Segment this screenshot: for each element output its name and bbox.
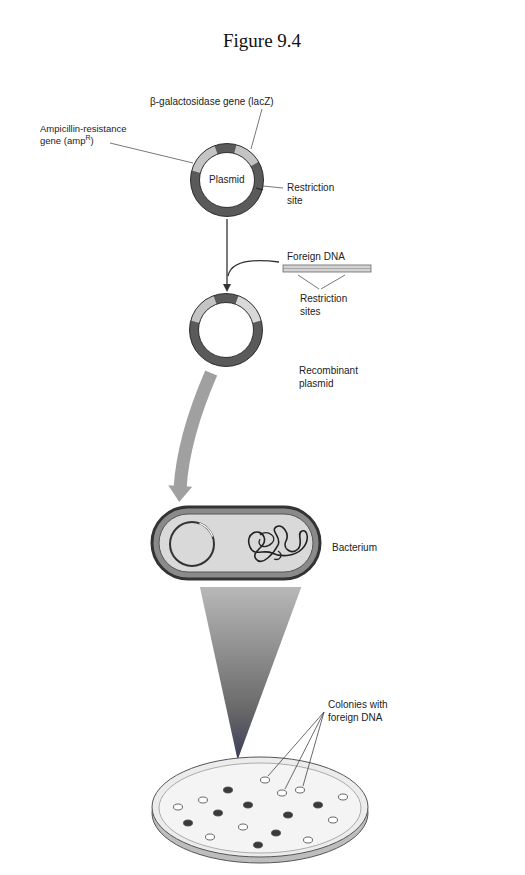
colony	[339, 794, 348, 800]
leader-line	[263, 186, 283, 188]
colony	[254, 842, 263, 848]
colony	[184, 820, 193, 826]
colony	[224, 787, 233, 793]
node-label: Plasmid	[209, 174, 245, 187]
gene-label: )	[90, 135, 93, 146]
site-label: Restriction site	[287, 181, 347, 207]
ring-outline	[199, 303, 254, 358]
leader-line	[321, 275, 345, 289]
leader-line	[251, 109, 262, 149]
ring-outline	[190, 294, 263, 367]
chromosome	[249, 526, 308, 561]
node-label: Recombinant plasmid	[299, 365, 374, 390]
figure-title: Figure 9.4	[223, 30, 301, 52]
colony	[272, 830, 281, 836]
colony	[206, 834, 215, 840]
insert-arrow	[228, 261, 279, 276]
colony	[296, 787, 305, 793]
plasmid-circle: Plasmid	[190, 143, 264, 217]
leader-line	[285, 712, 324, 789]
petri-dish: Colonies with foreign DNA	[148, 745, 372, 865]
foreign-dna	[283, 265, 371, 272]
arrow-line	[226, 219, 227, 285]
superscript: R	[85, 134, 90, 141]
gene-segment	[196, 150, 216, 172]
bacterium-cell-outline	[150, 505, 322, 581]
gene-segment	[195, 300, 215, 322]
cell-wall	[152, 507, 320, 579]
colony	[314, 802, 323, 808]
colony	[199, 797, 208, 803]
colony	[284, 812, 293, 818]
gene-label: β-galactosidase gene (lacZ)	[150, 95, 320, 108]
site-label: Restriction sites	[300, 292, 362, 318]
bacterium-cell: Bacterium	[150, 505, 322, 581]
restriction-site-mark	[256, 188, 263, 190]
dna-strand-line	[283, 268, 371, 269]
colony	[214, 810, 223, 816]
leader-line	[110, 143, 193, 163]
plasmid-in-cell	[170, 522, 214, 566]
arrowhead	[223, 284, 231, 292]
recombinant-plasmid-circle: Recombinant plasmid	[189, 293, 263, 367]
colony	[278, 790, 287, 796]
plating-funnel	[200, 587, 301, 760]
dish-base	[152, 763, 368, 863]
recombinant-ring	[194, 298, 258, 362]
connector	[200, 587, 301, 760]
petri-dish-outline	[148, 745, 372, 865]
colony	[329, 817, 338, 823]
chromosome-loop	[259, 533, 281, 560]
transfer-arrow	[180, 373, 211, 488]
cytoplasm	[159, 514, 313, 572]
colony	[261, 777, 270, 783]
gene-label-group: Ampicillin-resistance gene (ampR)	[40, 123, 150, 148]
recombinant-plasmid-circle-outline	[189, 293, 263, 367]
ring-outline	[200, 153, 255, 208]
arrowhead	[168, 485, 192, 502]
node-label: Bacterium	[332, 542, 402, 555]
connector	[168, 373, 211, 502]
insert-mark	[200, 523, 213, 536]
gene-segment	[235, 149, 254, 164]
gene-segment	[237, 300, 257, 322]
colony	[239, 824, 248, 830]
leader-line	[303, 712, 324, 786]
leader-line	[298, 275, 319, 289]
plasmid-ring	[195, 148, 259, 212]
colony	[304, 837, 313, 843]
gene-label: Ampicillin-resistance gene (amp	[40, 123, 127, 146]
colony	[244, 802, 253, 808]
connector	[223, 219, 231, 292]
dish-rim	[152, 757, 368, 857]
agar	[159, 763, 361, 853]
colony	[174, 804, 183, 810]
ring-outline	[191, 144, 264, 217]
node-label: Colonies with foreign DNA	[328, 699, 396, 724]
dna-label: Foreign DNA	[287, 250, 377, 263]
